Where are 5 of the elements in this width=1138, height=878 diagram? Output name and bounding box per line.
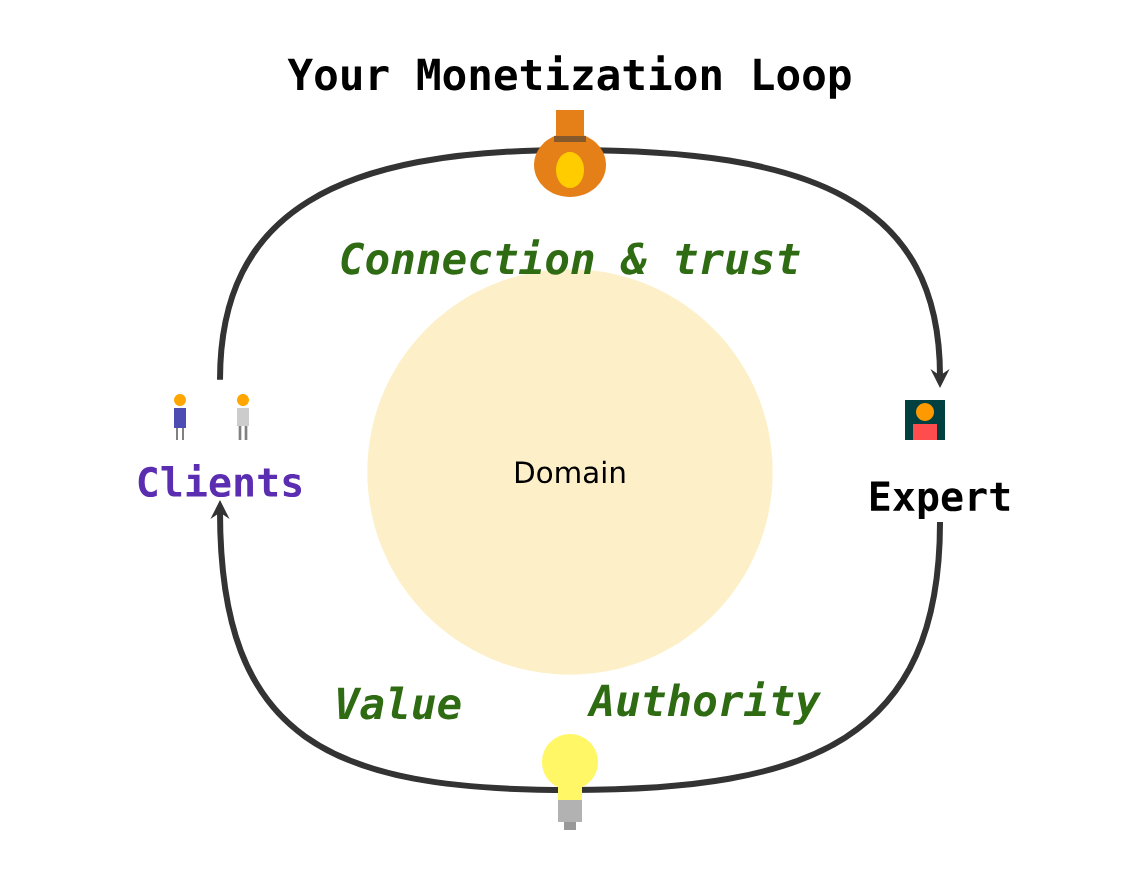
loop-label: Value: [338, 686, 461, 720]
node-label: Expert: [871, 481, 1010, 520]
title: Your Monetization Loop: [287, 55, 851, 99]
node-label: Clients: [138, 464, 302, 498]
loop-label: Authority: [587, 681, 822, 725]
